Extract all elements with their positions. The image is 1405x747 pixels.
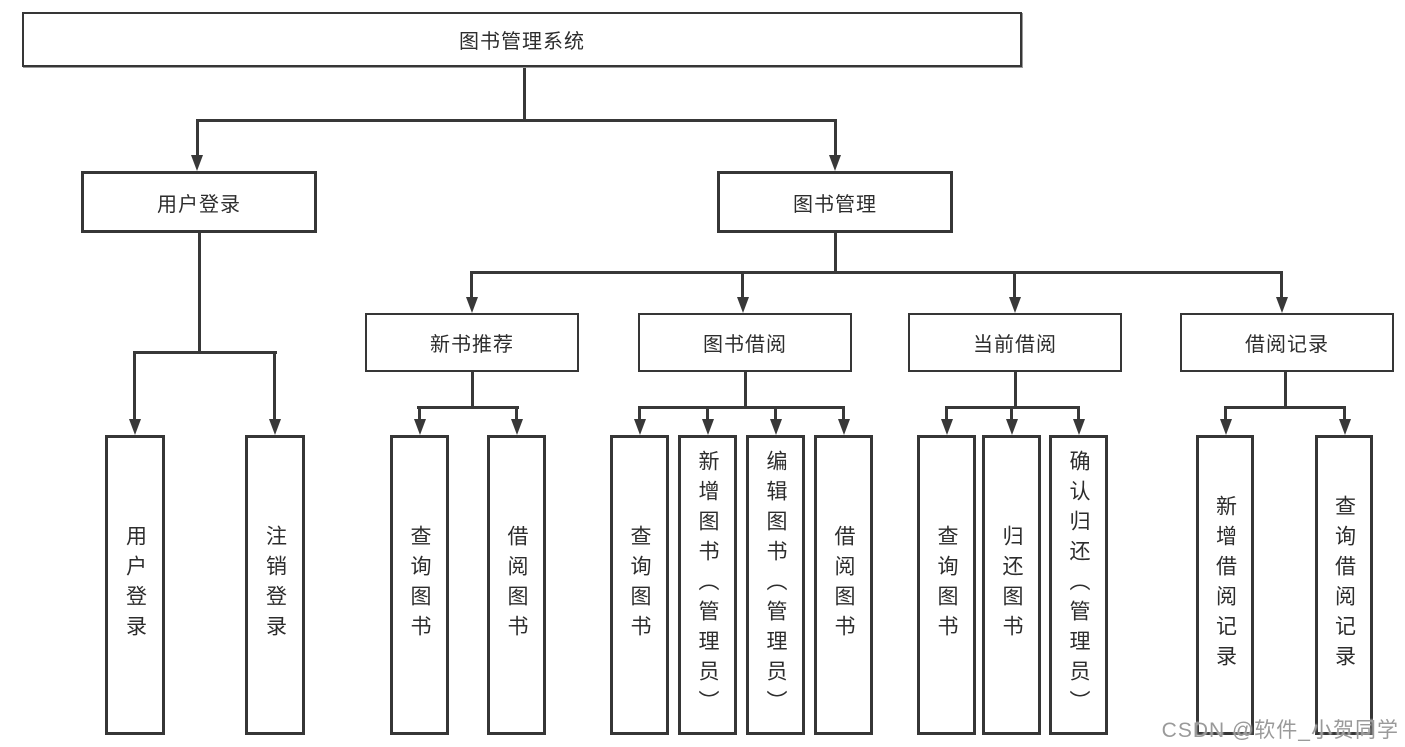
node-library-management-system: 图书管理系统 xyxy=(22,12,1022,67)
connector-drop-leaf-logout xyxy=(273,353,276,420)
arrowhead-leaf-borrow2 xyxy=(838,419,850,435)
arrowhead-leaf-add-book xyxy=(702,419,714,435)
arrowhead-leaf-user-login xyxy=(129,419,141,435)
connector-drop-new-book xyxy=(470,273,473,298)
arrowhead-leaf-add-record xyxy=(1220,419,1232,435)
connector-level3-bus xyxy=(470,271,1283,274)
connector-current-borrow-trunk xyxy=(1014,371,1017,409)
arrowhead-book-borrow xyxy=(737,297,749,313)
connector-new-book-bus xyxy=(417,406,519,409)
arrowhead-leaf-borrow1 xyxy=(511,419,523,435)
node-label: 新书推荐 xyxy=(430,334,514,356)
leaf-confirm-return-admin: 确认归还（管理员） xyxy=(1049,435,1108,735)
connector-drop-current-borrow xyxy=(1013,273,1016,298)
connector-drop-leaf-query1 xyxy=(418,408,421,420)
node-label: 当前借阅 xyxy=(973,334,1057,356)
leaf-edit-book-admin: 编辑图书（管理员） xyxy=(746,435,805,735)
arrowhead-book-management xyxy=(829,155,841,171)
connector-drop-borrow-records xyxy=(1280,273,1283,298)
arrowhead-leaf-query1 xyxy=(414,419,426,435)
leaf-query-books-current: 查询图书 xyxy=(917,435,976,735)
connector-drop-leaf-add-record xyxy=(1224,408,1227,420)
arrowhead-leaf-edit-book xyxy=(770,419,782,435)
connector-book-borrow-bus xyxy=(638,406,845,409)
arrowhead-leaf-query3 xyxy=(941,419,953,435)
connector-drop-leaf-user-login xyxy=(133,353,136,420)
connector-current-borrow-bus xyxy=(945,406,1080,409)
node-label: 注销登录 xyxy=(263,525,287,645)
connector-drop-leaf-borrow2 xyxy=(842,408,845,420)
node-label: 查询图书 xyxy=(408,525,431,645)
connector-level2-bus xyxy=(196,119,837,122)
node-label: 借阅图书 xyxy=(832,525,855,645)
node-label: 新增借阅记录 xyxy=(1213,495,1237,675)
arrowhead-leaf-query2 xyxy=(634,419,646,435)
leaf-return-book: 归还图书 xyxy=(982,435,1041,735)
arrowhead-leaf-confirm-return xyxy=(1073,419,1085,435)
node-label: 图书管理系统 xyxy=(459,31,585,53)
connector-drop-user-login xyxy=(196,121,199,156)
node-label: 新增图书（管理员） xyxy=(696,450,719,720)
node-label: 用户登录 xyxy=(123,525,147,645)
leaf-logout: 注销登录 xyxy=(245,435,305,735)
arrowhead-user-login xyxy=(191,155,203,171)
connector-borrow-records-bus xyxy=(1224,406,1346,409)
connector-drop-book-management xyxy=(834,121,837,156)
node-label: 查询图书 xyxy=(935,525,958,645)
connector-drop-leaf-query2 xyxy=(638,408,641,420)
node-label: 借阅记录 xyxy=(1245,334,1329,356)
connector-user-login-trunk xyxy=(198,232,201,354)
arrowhead-borrow-records xyxy=(1276,297,1288,313)
node-label: 查询图书 xyxy=(628,525,651,645)
node-user-login: 用户登录 xyxy=(81,171,317,233)
arrowhead-new-book xyxy=(466,297,478,313)
connector-book-borrow-trunk xyxy=(744,371,747,409)
connector-drop-leaf-confirm-return xyxy=(1077,408,1080,420)
watermark: CSDN @软件_小贺同学 xyxy=(1161,719,1399,742)
node-borrowing-records: 借阅记录 xyxy=(1180,313,1394,372)
node-label: 确认归还（管理员） xyxy=(1067,450,1090,720)
node-new-book-recommendation: 新书推荐 xyxy=(365,313,579,372)
connector-borrow-records-trunk xyxy=(1284,371,1287,409)
connector-drop-leaf-query3 xyxy=(945,408,948,420)
connector-user-login-bus xyxy=(133,351,277,354)
arrowhead-leaf-return xyxy=(1006,419,1018,435)
connector-drop-leaf-add-book xyxy=(706,408,709,420)
leaf-user-login: 用户登录 xyxy=(105,435,165,735)
node-label: 图书借阅 xyxy=(703,334,787,356)
node-book-management: 图书管理 xyxy=(717,171,953,233)
node-book-borrowing: 图书借阅 xyxy=(638,313,852,372)
connector-drop-leaf-borrow1 xyxy=(515,408,518,420)
connector-drop-leaf-edit-book xyxy=(774,408,777,420)
node-label: 用户登录 xyxy=(157,193,241,216)
leaf-add-borrow-record: 新增借阅记录 xyxy=(1196,435,1254,735)
node-label: 查询借阅记录 xyxy=(1332,495,1356,675)
leaf-query-borrow-record: 查询借阅记录 xyxy=(1315,435,1373,735)
node-label: 归还图书 xyxy=(1000,525,1023,645)
connector-root-trunk xyxy=(523,65,526,121)
arrowhead-leaf-logout xyxy=(269,419,281,435)
connector-drop-leaf-query-record xyxy=(1343,408,1346,420)
node-label: 图书管理 xyxy=(793,193,877,216)
leaf-borrow-books-recommend: 借阅图书 xyxy=(487,435,546,735)
node-label: 借阅图书 xyxy=(505,525,528,645)
connector-book-management-trunk xyxy=(834,232,837,274)
arrowhead-current-borrow xyxy=(1009,297,1021,313)
connector-drop-book-borrow xyxy=(741,273,744,298)
connector-new-book-trunk xyxy=(471,371,474,409)
leaf-query-books-borrowing: 查询图书 xyxy=(610,435,669,735)
leaf-add-book-admin: 新增图书（管理员） xyxy=(678,435,737,735)
leaf-query-books-recommend: 查询图书 xyxy=(390,435,449,735)
node-current-borrowing: 当前借阅 xyxy=(908,313,1122,372)
arrowhead-leaf-query-record xyxy=(1339,419,1351,435)
connector-drop-leaf-return xyxy=(1010,408,1013,420)
node-label: 编辑图书（管理员） xyxy=(764,450,787,720)
leaf-borrow-books-borrowing: 借阅图书 xyxy=(814,435,873,735)
